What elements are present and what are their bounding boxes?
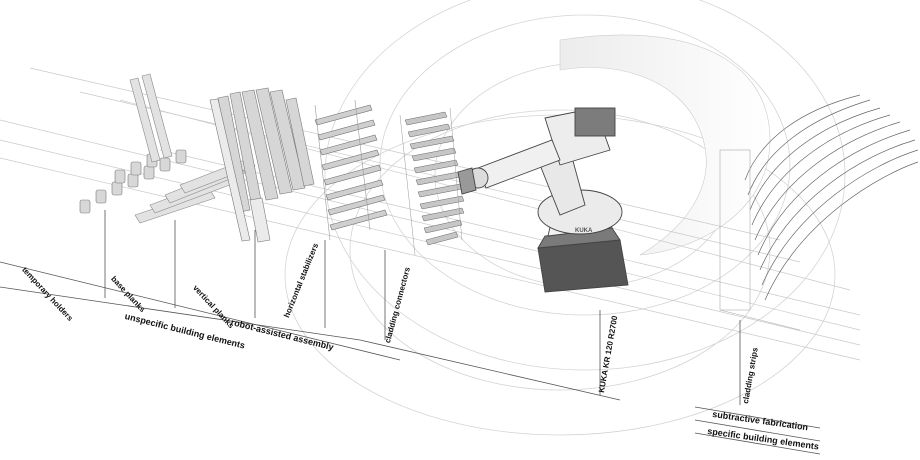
robot-arm: [457, 107, 629, 293]
cladding-strips-frame: [719, 149, 801, 331]
temporary-holders: [79, 149, 187, 214]
robot-brand-mark: KUKA: [575, 228, 593, 234]
cladding-connectors: [399, 107, 465, 256]
cladding-strips: [744, 94, 919, 301]
label-baselines: [0, 210, 821, 455]
robot-tool: [457, 167, 477, 195]
base-planks: [129, 73, 256, 224]
robot-sweep-surface: [559, 34, 771, 256]
vertical-planks: [209, 87, 315, 243]
robot-base: [537, 239, 629, 293]
horizontal-stabilizers: [314, 99, 388, 241]
